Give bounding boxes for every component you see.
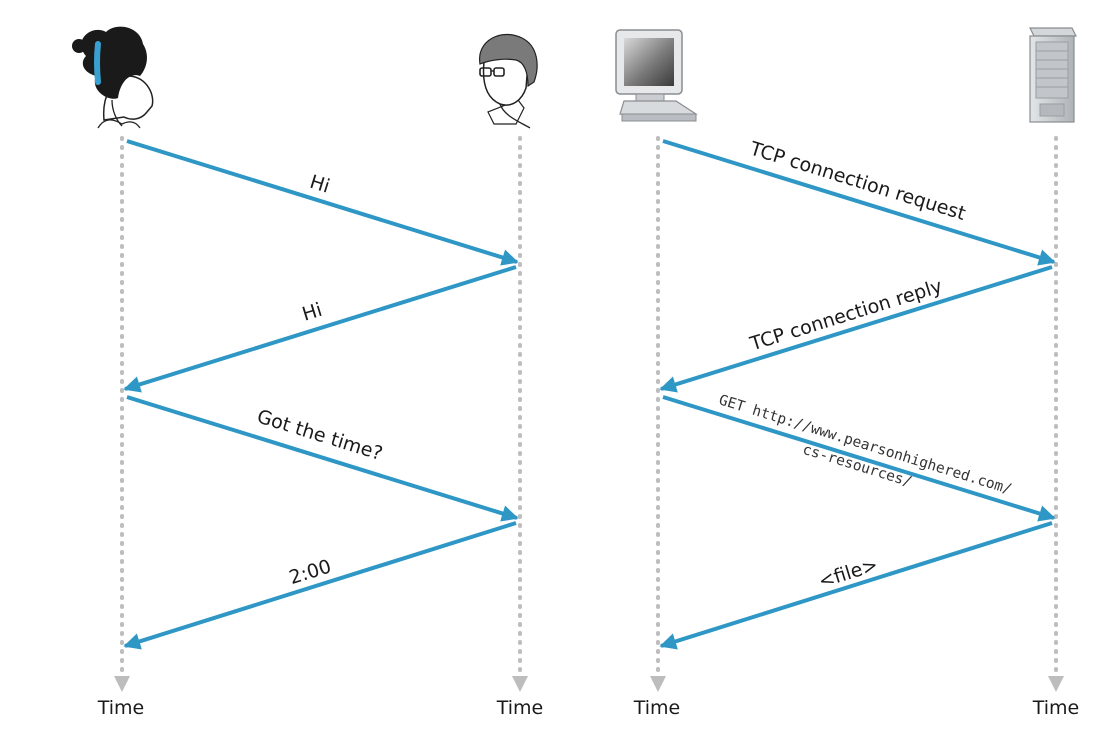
- msg-hi-2: Hi: [300, 299, 325, 326]
- arrow-get: [662, 395, 1056, 522]
- msg-tcp-reply: TCP connection reply: [747, 275, 945, 355]
- msg-get-line1: GET http://www.pearsonhighered.com/: [717, 392, 1014, 498]
- time-label-client: Time: [633, 697, 681, 719]
- time-label-alice: Time: [97, 697, 145, 719]
- arrow-got-time: [126, 395, 519, 522]
- time-label-server: Time: [1032, 697, 1080, 719]
- arrow-tcp-reply: [659, 265, 1053, 393]
- man-icon: [479, 33, 538, 129]
- message-arrows: [123, 139, 1056, 650]
- arrow-hi-2: [123, 265, 517, 393]
- timeline-bob: [512, 136, 528, 692]
- arrow-tcp-request: [662, 139, 1056, 266]
- computer-icon: [615, 29, 698, 122]
- arrow-file: [659, 521, 1053, 650]
- arrow-hi-1: [126, 139, 519, 266]
- timeline-client: [650, 136, 666, 692]
- timeline-server: [1048, 136, 1064, 692]
- arrow-2-00: [123, 521, 517, 650]
- server-icon: [1029, 27, 1077, 123]
- timeline-alice: [114, 136, 130, 692]
- time-label-bob: Time: [496, 697, 544, 719]
- msg-hi-1: Hi: [307, 171, 332, 198]
- msg-tcp-request: TCP connection request: [746, 137, 968, 225]
- woman-icon: [72, 26, 154, 129]
